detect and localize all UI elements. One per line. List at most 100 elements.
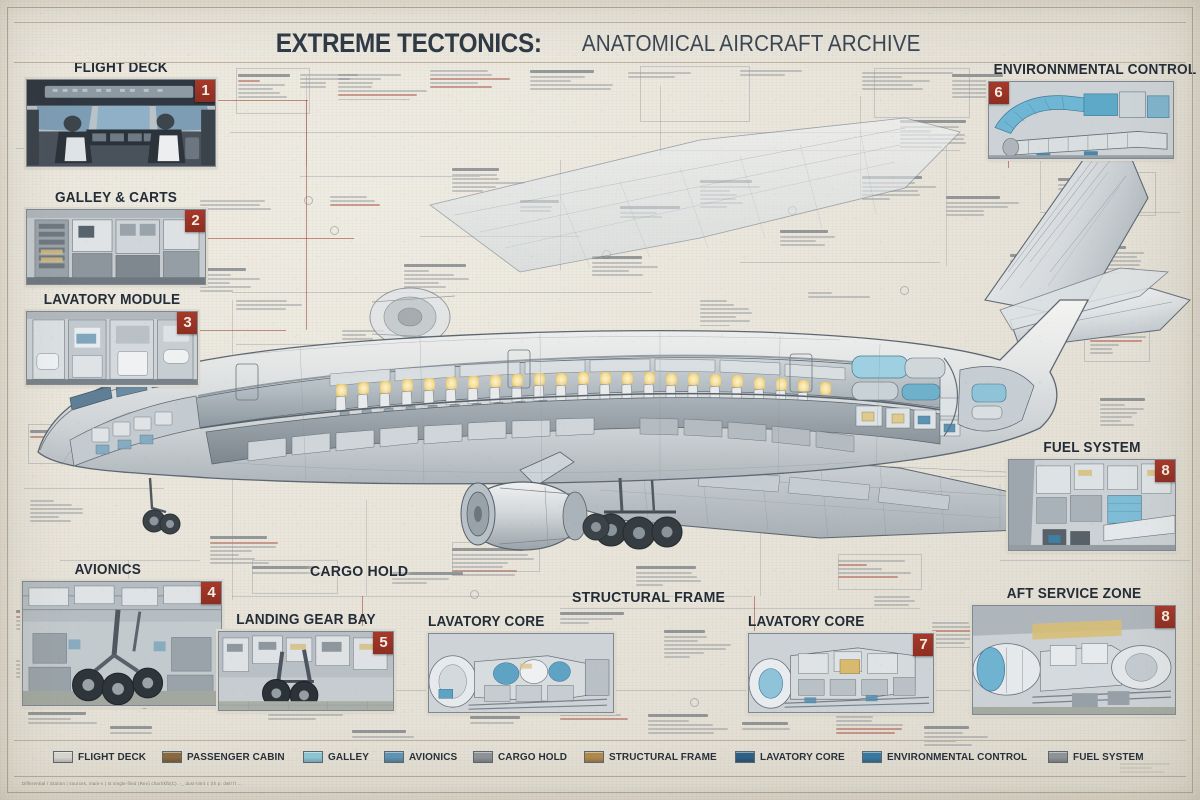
legend-item-0[interactable]: FLIGHT DECK	[52, 751, 150, 763]
leader-line-1	[212, 100, 308, 101]
badge-8-fuel: 8	[1155, 460, 1175, 482]
blueprint-annotation-box-1	[640, 66, 750, 122]
photo-art-lavatory-core-right	[749, 634, 933, 712]
rule-under-title	[14, 62, 1186, 63]
blueprint-balloon-0	[304, 196, 313, 205]
dimension-line-h-5	[232, 596, 752, 597]
blueprint-balloon-10	[690, 698, 699, 707]
legend-swatch-7	[862, 751, 883, 763]
badge-4: 4	[201, 582, 221, 604]
legend-label-8: FUEL SYSTEM	[1072, 751, 1144, 763]
legend-swatch-4	[473, 751, 494, 763]
dimension-line-h-10	[1000, 560, 1190, 561]
callout-lavatory-core-left[interactable]: LAVATORY CORE	[426, 614, 616, 715]
callout-title-flight-deck: FLIGHT DECK	[74, 60, 168, 76]
badge-5: 5	[373, 632, 393, 654]
legend-item-7[interactable]: ENVIRONMENTAL CONTROL	[862, 751, 1035, 763]
callout-title-fuel-system: FUEL SYSTEM	[1043, 440, 1141, 456]
legend-label-4: CARGO HOLD	[498, 751, 568, 763]
blueprint-annotation-box-7	[838, 554, 922, 590]
callout-title-lavatory-core-right: LAVATORY CORE	[748, 614, 865, 630]
map-label-cargo-hold: CARGO HOLD	[310, 563, 409, 580]
legend-label-7: ENVIRONMENTAL CONTROL	[887, 751, 1028, 763]
dimension-line-h-13	[740, 262, 940, 263]
blueprint-annotation-box-6	[252, 560, 338, 594]
legend-label-3: AVIONICS	[409, 751, 458, 763]
rule-above-legend	[14, 740, 1186, 741]
footer-note: Differential / Station | sources, main-v…	[22, 781, 243, 786]
title-main: EXTREME TECTONICS:	[275, 27, 542, 58]
leader-line-2	[204, 238, 354, 239]
badge-6: 6	[989, 82, 1009, 104]
dimension-line-v-6	[366, 500, 367, 596]
photo-lavatory-core-right[interactable]: 7	[746, 631, 936, 715]
photo-avionics[interactable]: 4	[20, 579, 224, 708]
callout-title-lavatory-core-left: LAVATORY CORE	[428, 614, 545, 630]
photo-lavatory-module[interactable]: 3	[24, 309, 200, 387]
dimension-line-h-1	[232, 292, 652, 293]
legend-item-5[interactable]: STRUCTURAL FRAME	[583, 751, 722, 763]
photo-environmental-control[interactable]: 6	[986, 79, 1176, 161]
legend-swatch-8	[1047, 751, 1068, 763]
callout-lavatory-core-right[interactable]: LAVATORY CORE 7	[746, 614, 936, 715]
dimension-line-v-8	[946, 146, 947, 266]
rule-footer	[14, 776, 1186, 777]
callout-flight-deck[interactable]: FLIGHT DECK	[24, 60, 218, 169]
callout-title-avionics: AVIONICS	[74, 562, 142, 578]
legend-item-1[interactable]: PASSENGER CABIN	[162, 751, 290, 763]
photo-aft-service-zone[interactable]: 8	[970, 603, 1178, 717]
badge-2: 2	[185, 210, 205, 232]
legend-item-2[interactable]: GALLEY	[303, 751, 371, 763]
photo-galley-carts[interactable]: 2	[24, 207, 208, 287]
leader-line-1b	[306, 100, 307, 330]
dimension-line-v-1	[660, 86, 661, 156]
callout-landing-gear-bay[interactable]: LANDING GEAR BAY	[216, 612, 396, 713]
rule-top	[14, 22, 1186, 23]
legend-item-3[interactable]: AVIONICS	[384, 751, 460, 763]
photo-fuel-system[interactable]: 8	[1006, 457, 1178, 553]
callout-title-landing-gear-bay: LANDING GEAR BAY	[236, 612, 376, 628]
title-subtitle: ANATOMICAL AIRCRAFT ARCHIVE	[581, 29, 921, 56]
map-label-structural-frame: STRUCTURAL FRAME	[572, 589, 726, 606]
legend-swatch-6	[735, 751, 756, 763]
callout-galley-carts[interactable]: GALLEY & CARTS 2	[24, 190, 208, 287]
photo-art-flight-deck	[27, 80, 215, 166]
photo-lavatory-core-left[interactable]	[426, 631, 616, 715]
dimension-line-h-15	[60, 560, 200, 561]
photo-art-landing-gear-bay	[219, 632, 393, 710]
leader-line-7	[754, 596, 755, 632]
photo-art-avionics	[23, 582, 221, 705]
blueprint-balloon-4	[900, 286, 909, 295]
legend-label-2: GALLEY	[328, 751, 370, 763]
badge-1: 1	[195, 80, 215, 102]
callout-fuel-system[interactable]: FUEL SYSTEM 8	[1006, 440, 1178, 553]
blueprint-annotation-box-2	[874, 68, 970, 118]
callout-title-aft-service-zone: AFT SERVICE ZONE	[1006, 586, 1142, 602]
legend-item-8[interactable]: FUEL SYSTEM	[1047, 751, 1147, 763]
legend-label-0: FLIGHT DECK	[77, 751, 146, 763]
legend-swatch-3	[384, 751, 405, 763]
legend-label-6: LAVATORY CORE	[760, 751, 845, 763]
photo-art-lavatory-module	[27, 312, 197, 384]
photo-flight-deck[interactable]: 1	[24, 77, 218, 169]
legend-swatch-0	[52, 751, 73, 763]
photo-landing-gear-bay[interactable]: 5	[216, 629, 396, 713]
badge-8-aft: 8	[1155, 606, 1175, 628]
legend-item-6[interactable]: LAVATORY CORE	[735, 751, 849, 763]
dimension-line-h-6	[560, 608, 920, 609]
legend-bar: FLIGHT DECK PASSENGER CABIN GALLEY AVIONICS…	[14, 744, 1186, 770]
legend-item-4[interactable]: CARGO HOLD	[473, 751, 571, 763]
leader-line-3	[196, 330, 286, 331]
dimension-line-h-4	[24, 488, 164, 489]
callout-environmental-control[interactable]: ENVIRONNMENTAL CONTROL 6	[986, 62, 1196, 161]
photo-art-environmental-control	[989, 82, 1173, 158]
callout-lavatory-module[interactable]: LAVATORY MODULE 3	[24, 292, 200, 387]
legend-swatch-2	[303, 751, 324, 763]
legend-label-1: PASSENGER CABIN	[187, 751, 285, 763]
photo-art-lavatory-core-left	[429, 634, 613, 712]
blueprint-annotation-box-0	[236, 68, 310, 114]
callout-aft-service-zone[interactable]: AFT SERVICE ZONE 8	[970, 586, 1178, 717]
callout-avionics[interactable]: AVIONICS	[20, 562, 224, 708]
legend-label-5: STRUCTURAL FRAME	[608, 751, 717, 763]
